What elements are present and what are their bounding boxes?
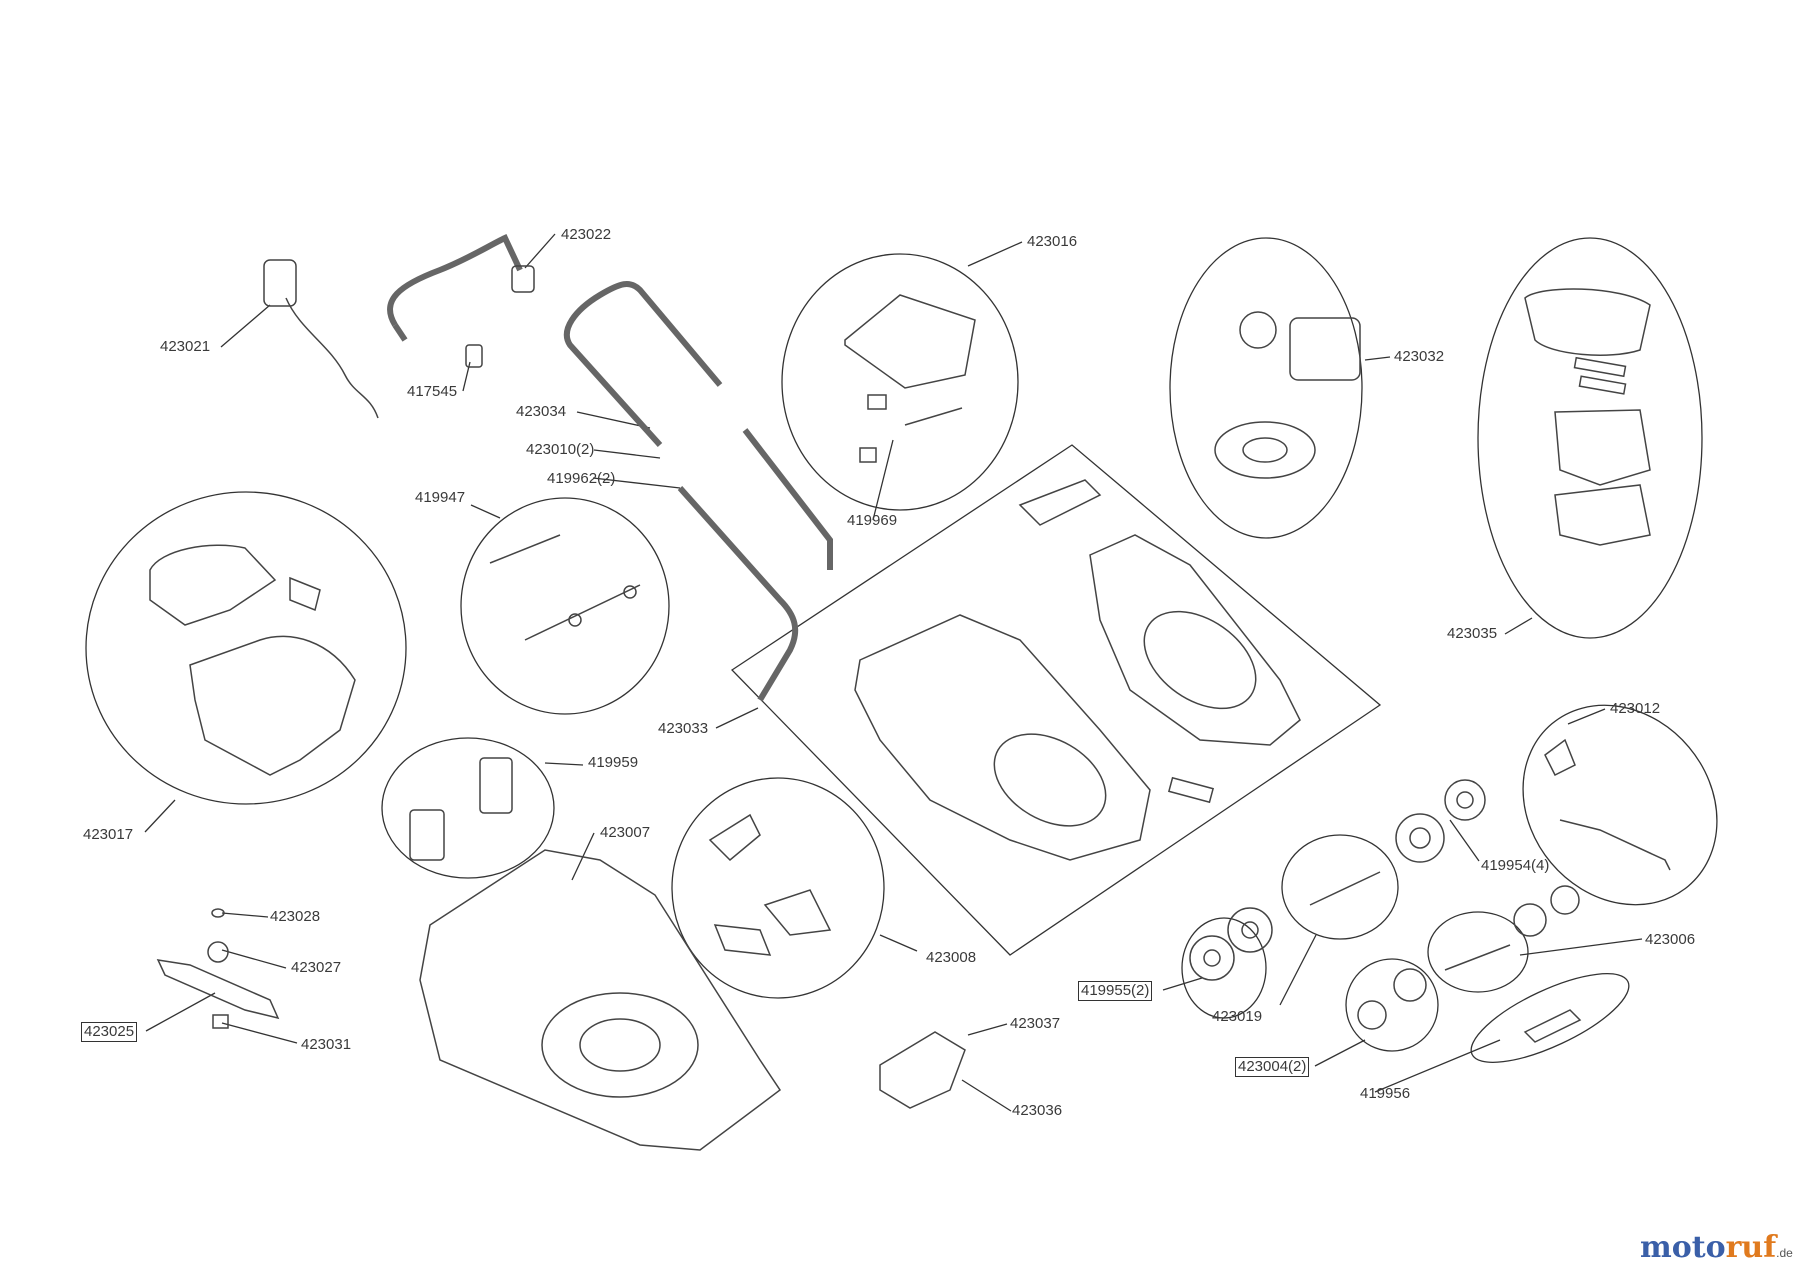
- group-circle-423035: [1477, 237, 1703, 639]
- wheel-419955-a: [1189, 935, 1235, 981]
- wheel-423004-b: [1393, 968, 1427, 1002]
- label-423028: 423028: [270, 908, 321, 925]
- nut-part: [212, 1014, 229, 1029]
- mower-deck-part: [419, 849, 782, 1151]
- label-423025: 423025: [81, 1022, 138, 1042]
- label-419947: 419947: [415, 489, 466, 506]
- flap-part: [708, 813, 761, 862]
- group-circle-423006: [1427, 911, 1529, 993]
- battery-lid-part: [1524, 288, 1651, 356]
- label-419959: 419959: [588, 754, 639, 771]
- label-423010: 423010(2): [526, 441, 595, 458]
- group-circle-419947: [460, 497, 670, 715]
- label-423008: 423008: [926, 949, 977, 966]
- height-lever-part: [1544, 738, 1576, 777]
- blade-adapter-part: [207, 941, 229, 963]
- rear-flap-part: [1523, 1009, 1582, 1043]
- group-circle-419955: [1181, 917, 1267, 1019]
- label-423033: 423033: [658, 720, 709, 737]
- label-423012: 423012: [1610, 700, 1661, 717]
- group-circle-419959: [381, 737, 555, 879]
- label-423032: 423032: [1394, 348, 1445, 365]
- wheel-423006: [1513, 885, 1580, 937]
- group-circle-423032: [1169, 237, 1363, 539]
- label-423027: 423027: [291, 959, 342, 976]
- label-423016: 423016: [1027, 233, 1078, 250]
- label-423035: 423035: [1447, 625, 1498, 642]
- clip-part: [465, 344, 483, 368]
- label-419954: 419954(4): [1481, 857, 1550, 874]
- top-cover-part: [1089, 534, 1301, 746]
- logo-part-2: ruf: [1725, 1230, 1777, 1265]
- washer-part: [211, 908, 225, 918]
- logo-suffix: .de: [1776, 1246, 1793, 1260]
- group-frame-423033: [730, 444, 1382, 956]
- switch-lever-part: [511, 265, 535, 293]
- wheel-419955-b: [1227, 907, 1273, 953]
- grass-bag-top-part: [149, 544, 277, 626]
- group-circle-423016: [781, 253, 1019, 511]
- group-circle-423004: [1345, 958, 1439, 1052]
- deck-cover-part: [854, 614, 1151, 861]
- upper-handle-part: [387, 234, 523, 327]
- wheel-419954-a: [1395, 813, 1445, 863]
- group-circle-419956: [1470, 973, 1630, 1063]
- label-419955: 419955(2): [1078, 981, 1153, 1001]
- motor-part: [1289, 317, 1361, 381]
- watermark-logo: motoruf.de: [1640, 1230, 1793, 1265]
- wheel-423004-a: [1357, 1000, 1387, 1030]
- lower-handle-part-2: [677, 486, 799, 702]
- label-423037: 423037: [1010, 1015, 1061, 1032]
- lower-handle-part: [563, 281, 723, 448]
- group-circle-423008: [671, 777, 885, 999]
- clamp-part: [479, 757, 513, 814]
- blade-part: [156, 959, 280, 1020]
- label-419956: 419956: [1360, 1085, 1411, 1102]
- label-423022: 423022: [561, 226, 612, 243]
- label-423007: 423007: [600, 824, 651, 841]
- label-419962: 419962(2): [547, 470, 616, 487]
- label-423017: 423017: [83, 826, 134, 843]
- cable-part: [285, 297, 379, 419]
- group-circle-423012: [1522, 704, 1718, 906]
- label-423031: 423031: [301, 1036, 352, 1053]
- label-423019: 423019: [1212, 1008, 1263, 1025]
- battery-box-part: [1554, 409, 1651, 486]
- mulch-plug-part: [879, 1031, 966, 1109]
- switch-box-part: [263, 259, 297, 307]
- label-423036: 423036: [1012, 1102, 1063, 1119]
- label-423006: 423006: [1645, 931, 1696, 948]
- switch-cover-part: [844, 294, 976, 389]
- grass-bag-part: [189, 635, 356, 776]
- group-circle-423019: [1281, 834, 1399, 940]
- motor-fan-part: [1214, 421, 1316, 479]
- label-423004: 423004(2): [1235, 1057, 1310, 1077]
- label-417545: 417545: [407, 383, 458, 400]
- group-circle-423017: [85, 491, 407, 805]
- label-423021: 423021: [160, 338, 211, 355]
- label-419969: 419969: [847, 512, 898, 529]
- wheel-419954-b: [1444, 779, 1486, 821]
- label-423034: 423034: [516, 403, 567, 420]
- logo-part-1: moto: [1640, 1230, 1726, 1265]
